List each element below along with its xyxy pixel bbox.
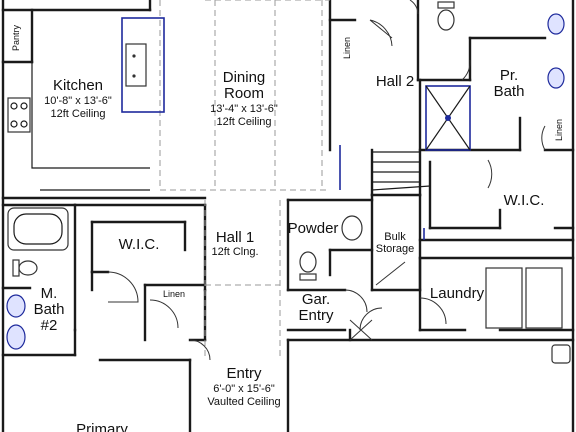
ceiling-lines	[159, 0, 330, 360]
shower-drain	[445, 115, 451, 121]
pantry-label: Pantry	[11, 24, 21, 51]
kitchen-sink	[125, 43, 147, 87]
primary-label: Primary	[76, 421, 128, 432]
hall1-name: Hall 1	[216, 229, 254, 246]
bulk-storage-line1: Bulk	[384, 231, 406, 243]
powder-label: Powder	[288, 220, 339, 237]
linen-top-label: Linen	[342, 37, 352, 59]
door-swings	[107, 0, 546, 361]
linen-right-label: Linen	[554, 119, 564, 141]
gar-entry-line1: Gar.	[302, 291, 330, 308]
dining-name-line2: Room	[224, 85, 264, 102]
fixtures	[7, 1, 571, 364]
accent-fixtures	[6, 13, 565, 350]
toilet-icon	[437, 9, 455, 31]
mbath-sink-bottom	[6, 324, 26, 350]
powder-sink-icon	[341, 215, 363, 241]
kitchen-dims: 10'-8" x 13'-6"	[44, 95, 112, 107]
entry-name: Entry	[226, 365, 262, 382]
mbath-line2: Bath	[34, 301, 65, 318]
pr-bath-line2: Bath	[494, 83, 525, 100]
dining-dims: 13'-4" x 13'-6"	[210, 103, 278, 115]
mbath-sink-top	[6, 294, 26, 318]
mbath-line3: #2	[41, 317, 58, 334]
shower	[425, 85, 471, 151]
entry-ceiling: Vaulted Ceiling	[207, 396, 280, 408]
kitchen-name: Kitchen	[53, 77, 103, 94]
wic-left-label: W.I.C.	[119, 236, 160, 253]
stairs	[371, 151, 431, 191]
kitchen-ceiling: 12ft Ceiling	[50, 108, 105, 120]
room-labels: Pantry Kitchen 10'-8" x 13'-6" 12ft Ceil…	[11, 24, 564, 432]
pr-bath-line1: Pr.	[500, 67, 518, 84]
pr-bath-sink-bottom	[547, 67, 565, 89]
dining-ceiling: 12ft Ceiling	[216, 116, 271, 128]
pr-bath-sink-top	[547, 13, 565, 35]
kitchen-island	[121, 17, 165, 113]
dryer-icon	[525, 267, 563, 329]
linen-mid-label: Linen	[163, 289, 185, 299]
range-icon	[7, 97, 31, 133]
washer-icon	[485, 267, 523, 329]
bathtub-icon	[7, 207, 69, 251]
bulk-storage-line2: Storage	[376, 243, 415, 255]
mbath-line1: M.	[41, 285, 58, 302]
laundry-label: Laundry	[430, 285, 485, 302]
wic-right-label: W.I.C.	[504, 192, 545, 209]
water-heater-icon	[551, 344, 571, 364]
entry-dims: 6'-0" x 15'-6"	[213, 383, 275, 395]
toilet-icon	[18, 260, 38, 276]
toilet-icon	[299, 251, 317, 273]
hall2-label: Hall 2	[376, 73, 414, 90]
gar-entry-line2: Entry	[298, 307, 334, 324]
hall1-ceiling: 12ft Clng.	[211, 246, 258, 258]
dining-name-line1: Dining	[223, 69, 266, 86]
